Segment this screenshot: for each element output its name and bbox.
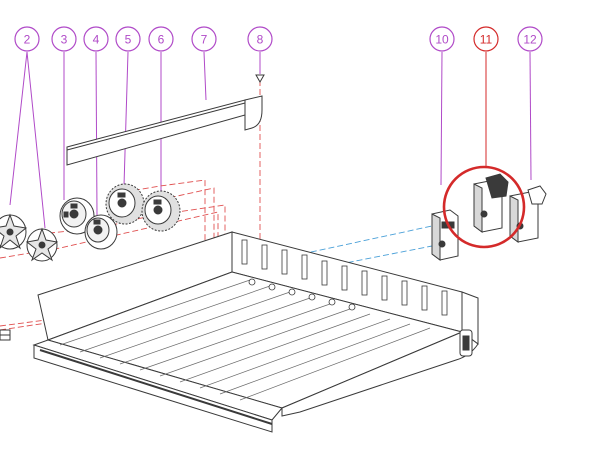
module-11 [473, 173, 509, 233]
callout-label-6: 6 [158, 33, 165, 47]
callout-4: 4 [83, 26, 109, 216]
callout-2: 2 [9, 26, 46, 229]
gear-6 [141, 190, 181, 232]
gear-4 [84, 214, 118, 250]
callout-label-4: 4 [93, 33, 100, 47]
callout-11: 11 [473, 26, 499, 166]
gear-5 [105, 183, 145, 225]
highlight-ring [442, 165, 526, 249]
callout-label-3: 3 [61, 33, 68, 47]
callout-12: 12 [517, 26, 543, 181]
gear-left-rear [25, 227, 59, 262]
callout-6: 6 [148, 26, 174, 196]
gear-left-front [0, 213, 28, 250]
tray-back-wall-slots [241, 239, 448, 316]
callout-7: 7 [191, 26, 217, 101]
callout-5: 5 [115, 26, 141, 187]
tray-floor-ribs [39, 279, 431, 425]
callout-label-8: 8 [257, 33, 264, 47]
alignment-guide-lines [301, 225, 433, 267]
bracket-rail [66, 95, 263, 166]
callout-label-10: 10 [435, 33, 449, 47]
callout-label-2: 2 [24, 33, 31, 47]
screw [255, 74, 265, 84]
tray-latch [459, 329, 473, 357]
callout-8: 8 [247, 26, 273, 74]
tray-body [32, 231, 479, 433]
callout-3: 3 [51, 26, 77, 200]
callout-label-5: 5 [125, 33, 132, 47]
callout-label-12: 12 [523, 33, 537, 47]
callout-10: 10 [429, 26, 455, 186]
callout-label-7: 7 [201, 33, 208, 47]
callout-label-11: 11 [480, 33, 493, 47]
gear-3 [59, 197, 95, 235]
module-10 [431, 209, 459, 261]
tray-side-clip [0, 329, 11, 341]
